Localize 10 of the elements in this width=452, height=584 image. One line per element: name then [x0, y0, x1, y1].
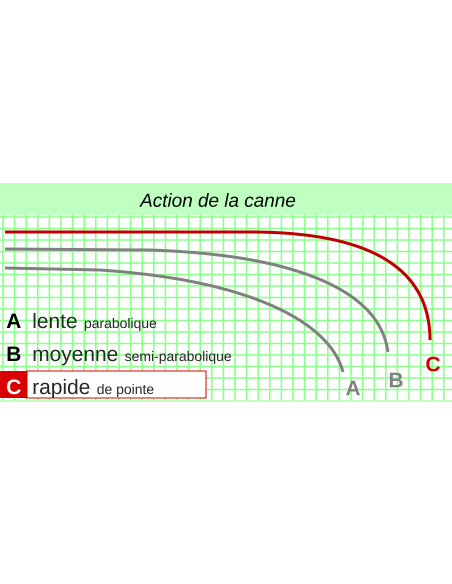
- legend-text: parabolique: [84, 318, 156, 331]
- legend-text: lente: [34, 312, 77, 328]
- legend-letter: B: [8, 346, 20, 361]
- legend-letter: A: [6, 314, 21, 328]
- title: Action de la canne: [139, 193, 296, 207]
- legend-text: rapide: [34, 378, 90, 398]
- legend-text: moyenne: [34, 350, 118, 366]
- curve-letter: C: [426, 356, 440, 372]
- legend-text: semi-parabolique: [125, 350, 232, 364]
- legend-text: de pointe: [97, 384, 154, 397]
